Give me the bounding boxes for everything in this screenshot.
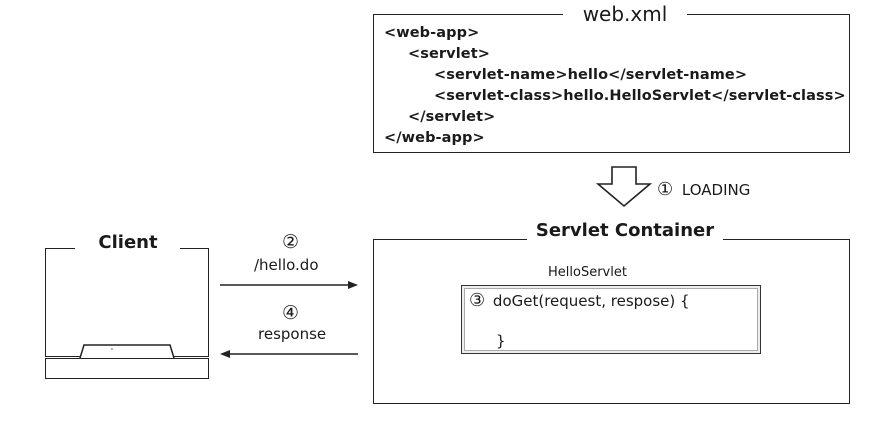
- request-arrow-icon: [220, 281, 358, 289]
- do-get-code: doGet(request, respose) {: [492, 292, 690, 310]
- loading-text: LOADING: [681, 181, 751, 199]
- loading-down-arrow-icon: [596, 166, 652, 208]
- hello-servlet-label: HelloServlet: [548, 265, 627, 280]
- loading-label: ① LOADING: [657, 179, 750, 200]
- client-monitor-top-left: [45, 248, 75, 249]
- response-label: response: [258, 325, 327, 343]
- client-title: Client: [88, 232, 168, 253]
- laptop-hinge-icon: [79, 344, 175, 359]
- web-xml-title: web.xml: [563, 2, 687, 26]
- response-number: ④: [282, 302, 300, 324]
- servlet-container-title: Servlet Container: [527, 220, 723, 241]
- request-label: /hello.do: [254, 256, 319, 274]
- web-xml-line-3: <servlet-name>hello</servlet-name>: [434, 67, 748, 83]
- client-base: [45, 358, 209, 379]
- client-monitor-top-right: [180, 248, 209, 249]
- code-line-1: ③ doGet(request, respose) {: [469, 290, 690, 311]
- request-number: ②: [282, 231, 300, 253]
- client-monitor: [45, 249, 209, 357]
- web-xml-line-6: </web-app>: [384, 130, 485, 146]
- step-1-number: ①: [657, 179, 674, 200]
- response-arrow-icon: [220, 350, 358, 358]
- code-line-2: }: [496, 332, 506, 350]
- step-3-number: ③: [469, 290, 486, 311]
- web-xml-box: <web-app> <servlet> <servlet-name>hello<…: [373, 14, 850, 153]
- web-xml-line-1: <web-app>: [384, 25, 480, 41]
- web-xml-line-2: <servlet>: [408, 46, 491, 62]
- hello-servlet-code-area: [464, 288, 758, 351]
- hello-servlet-box: ③ doGet(request, respose) { }: [461, 285, 761, 354]
- web-xml-line-4: <servlet-class>hello.HelloServlet</servl…: [434, 88, 846, 104]
- web-xml-line-5: </servlet>: [408, 109, 496, 125]
